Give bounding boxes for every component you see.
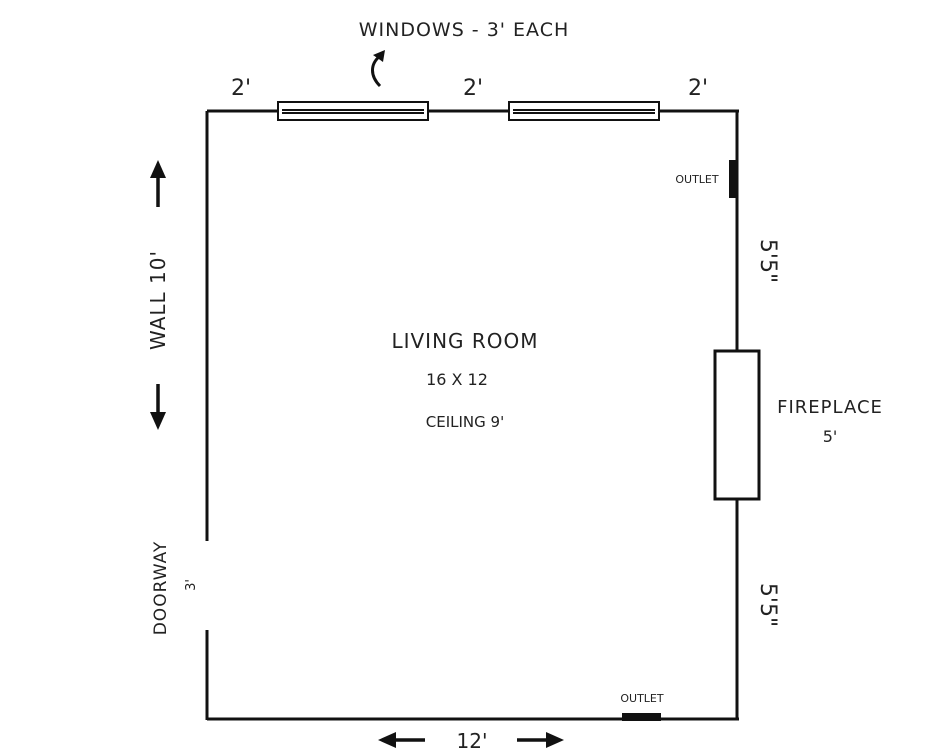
bottom-arrow-left-icon [378, 732, 396, 748]
window-left [277, 101, 429, 121]
right-outlet-label: OUTLET [675, 173, 719, 186]
room-ceiling: CEILING 9' [426, 413, 504, 431]
wall-length-label: WALL 10' [146, 250, 170, 350]
curved-arrow-icon [371, 54, 382, 88]
top-gap-middle-label: 2' [463, 76, 483, 101]
right-upper-segment-label: 5'5" [755, 239, 780, 283]
doorway-width-label: 3' [184, 579, 199, 591]
wall-arrow-down-icon [150, 412, 166, 430]
right-outlet [729, 160, 738, 198]
curved-arrow-head-icon [373, 50, 385, 62]
bottom-outlet [622, 713, 661, 721]
bottom-arrow-right-icon [546, 732, 564, 748]
fireplace-label: FIREPLACE [777, 397, 883, 418]
room-name: LIVING ROOM [391, 329, 538, 353]
bottom-length-label: 12' [457, 729, 488, 753]
top-gap-right-label: 2' [688, 76, 708, 101]
bottom-outlet-label: OUTLET [620, 692, 664, 705]
fireplace [713, 349, 761, 501]
right-lower-segment-label: 5'5" [755, 583, 780, 627]
top-gap-left-label: 2' [231, 76, 251, 101]
windows-note: WINDOWS - 3' EACH [359, 19, 570, 41]
fireplace-width-label: 5' [823, 427, 838, 446]
doorway-label: DOORWAY [151, 541, 171, 636]
window-right [508, 101, 660, 121]
wall-arrow-up-icon [150, 160, 166, 178]
room-dimensions: 16 X 12 [426, 370, 488, 389]
